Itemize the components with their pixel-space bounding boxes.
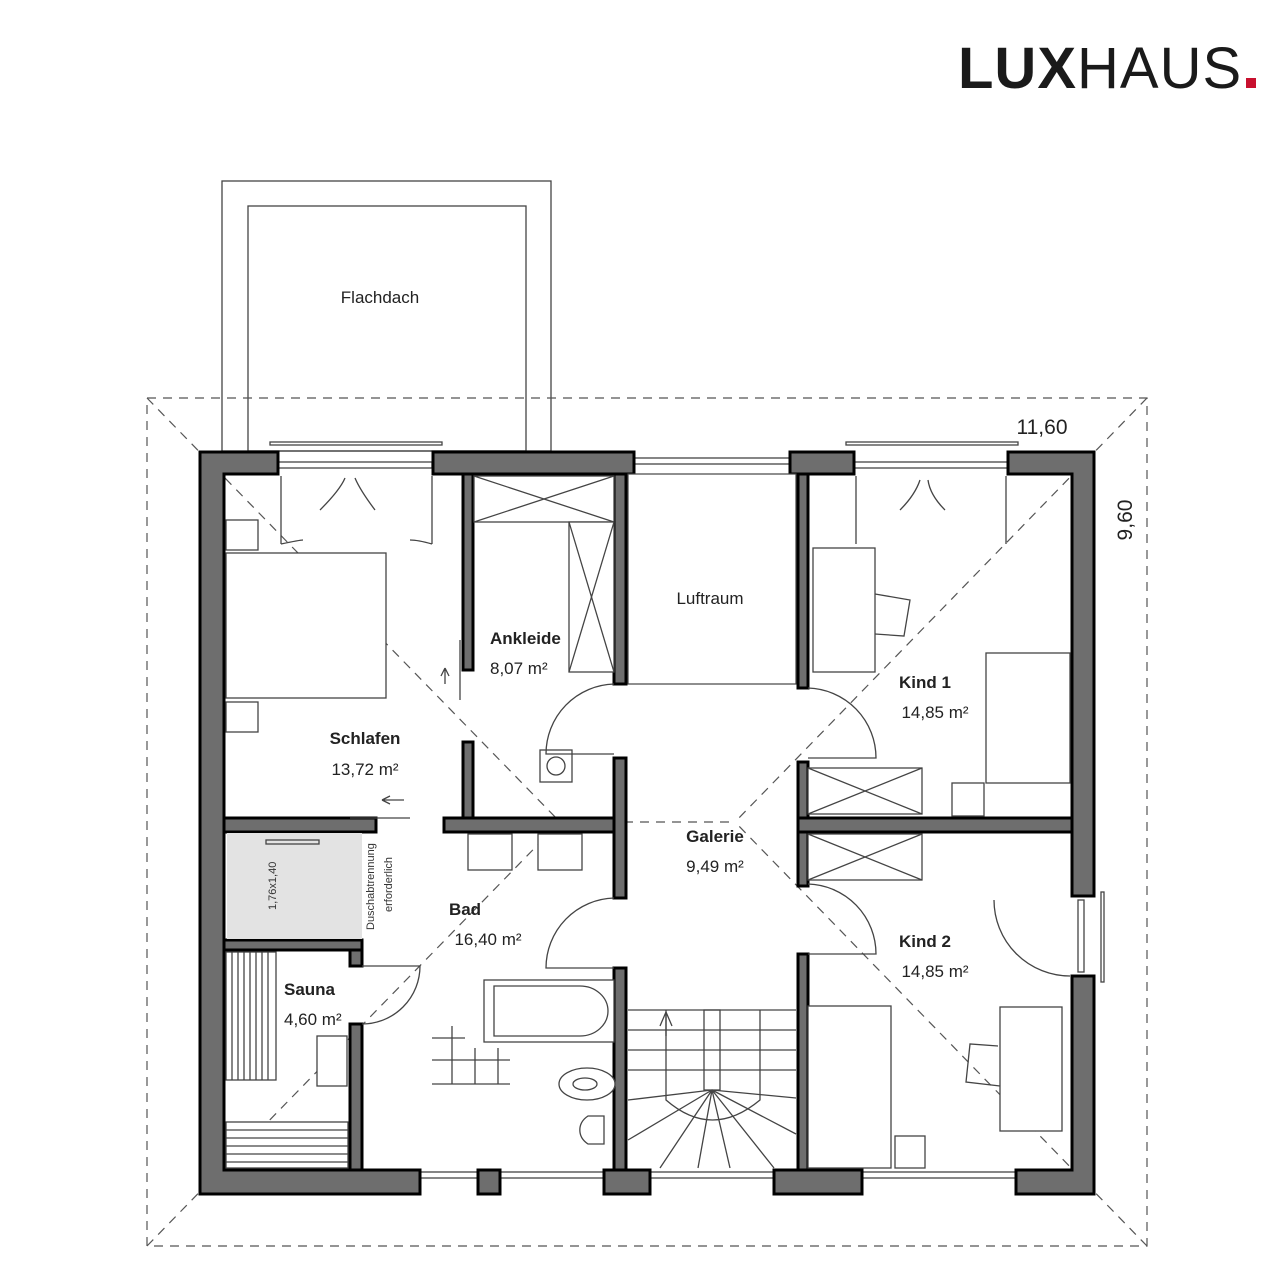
shower-bar — [265, 839, 320, 845]
area-ankleide: 8,07 m² — [490, 659, 548, 678]
sauna-benches — [225, 951, 421, 1169]
staircase — [627, 1000, 797, 1169]
label-kind2: Kind 2 — [899, 932, 951, 951]
flat-roof: Flachdach — [221, 180, 552, 452]
shower-area — [227, 833, 362, 939]
walls — [198, 450, 1096, 1196]
area-bad: 16,40 m² — [454, 930, 521, 949]
shower-note-1: Duschabtrennung — [365, 843, 377, 930]
dimension-width: 11,60 — [1017, 416, 1068, 439]
label-luftraum: Luftraum — [676, 589, 743, 608]
ankleide-closets — [473, 475, 615, 783]
label-flachdach: Flachdach — [341, 288, 419, 307]
dimension-depth: 9,60 — [1114, 500, 1137, 541]
kind2-furniture — [807, 833, 1071, 1169]
shower-size: 1,76x1,40 — [267, 862, 279, 910]
logo-light: HAUS — [1077, 36, 1243, 101]
luxhaus-logo: LUXHAUS — [958, 40, 1257, 98]
label-galerie: Galerie — [686, 827, 744, 846]
shower-note-2: erforderlich — [383, 857, 395, 912]
room-labels: Luftraum Ankleide 8,07 m² Schlafen 13,72… — [284, 589, 969, 1029]
label-sauna: Sauna — [284, 980, 336, 999]
bad-fixtures — [432, 833, 616, 1145]
label-kind1: Kind 1 — [899, 673, 951, 692]
area-schlafen: 13,72 m² — [331, 760, 398, 779]
schlafen-furniture — [225, 476, 461, 819]
area-sauna: 4,60 m² — [284, 1010, 342, 1029]
galerie-doors — [545, 473, 877, 969]
area-kind2: 14,85 m² — [901, 962, 968, 981]
kind1-furniture — [807, 476, 1071, 817]
label-bad: Bad — [449, 900, 481, 919]
label-schlafen: Schlafen — [330, 729, 401, 748]
area-kind1: 14,85 m² — [901, 703, 968, 722]
logo-red-dot — [1246, 78, 1257, 88]
label-ankleide: Ankleide — [490, 629, 561, 648]
logo-bold: LUX — [958, 36, 1077, 101]
area-galerie: 9,49 m² — [686, 857, 744, 876]
